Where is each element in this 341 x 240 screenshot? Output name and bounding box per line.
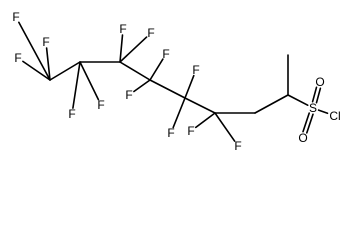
bond-C4-F8 (149, 58, 164, 81)
bond-C2-F4 (72, 61, 81, 109)
atom-label-f13: F (234, 139, 241, 153)
atom-label-o1: O (315, 75, 324, 89)
bond-C7-C8 (254, 94, 289, 114)
bond-C5-F10 (184, 74, 195, 99)
bond-C5-F11 (172, 97, 186, 129)
atom-label-f10: F (192, 63, 199, 77)
atom-label-f7: F (147, 26, 154, 40)
bond-C8-S (287, 94, 309, 106)
bond-C1-F2 (22, 60, 51, 81)
atom-label-s: S (309, 101, 317, 115)
atom-label-cl: Cl (329, 109, 340, 123)
atom-label-f6: F (119, 22, 126, 36)
atom-label-f11: F (167, 126, 174, 140)
bond-C3-C4 (119, 61, 151, 81)
bond-C1-F3 (45, 47, 51, 81)
bond-C4-F9 (133, 79, 151, 93)
bond-S-Cl (317, 109, 329, 115)
atom-label-f8: F (162, 47, 169, 61)
bond-C3-F6 (119, 34, 124, 63)
bond-S-O2-line1 (305, 113, 314, 134)
bond-C5-C6 (184, 97, 216, 114)
atom-label-f12: F (187, 124, 194, 138)
atom-label-o2: O (298, 131, 307, 145)
bond-C6-F12 (195, 112, 216, 129)
bond-S-O2-line2 (302, 112, 311, 133)
atom-label-f2: F (14, 51, 21, 65)
bond-C2-F5 (79, 61, 100, 101)
bond-C3-F7 (119, 36, 148, 63)
atom-label-f5: F (97, 98, 104, 112)
bond-C6-F13 (214, 112, 236, 142)
bond-S-O1-line2 (315, 87, 322, 104)
atom-label-f1: F (12, 10, 19, 24)
bond-S-O1-line1 (311, 86, 318, 103)
atom-label-f4: F (68, 107, 75, 121)
bond-C4-C5 (149, 79, 186, 99)
bond-C1-C2 (49, 61, 81, 81)
bond-C1-F1 (17, 21, 51, 81)
atom-label-f9: F (125, 88, 132, 102)
atom-label-f3: F (42, 35, 49, 49)
